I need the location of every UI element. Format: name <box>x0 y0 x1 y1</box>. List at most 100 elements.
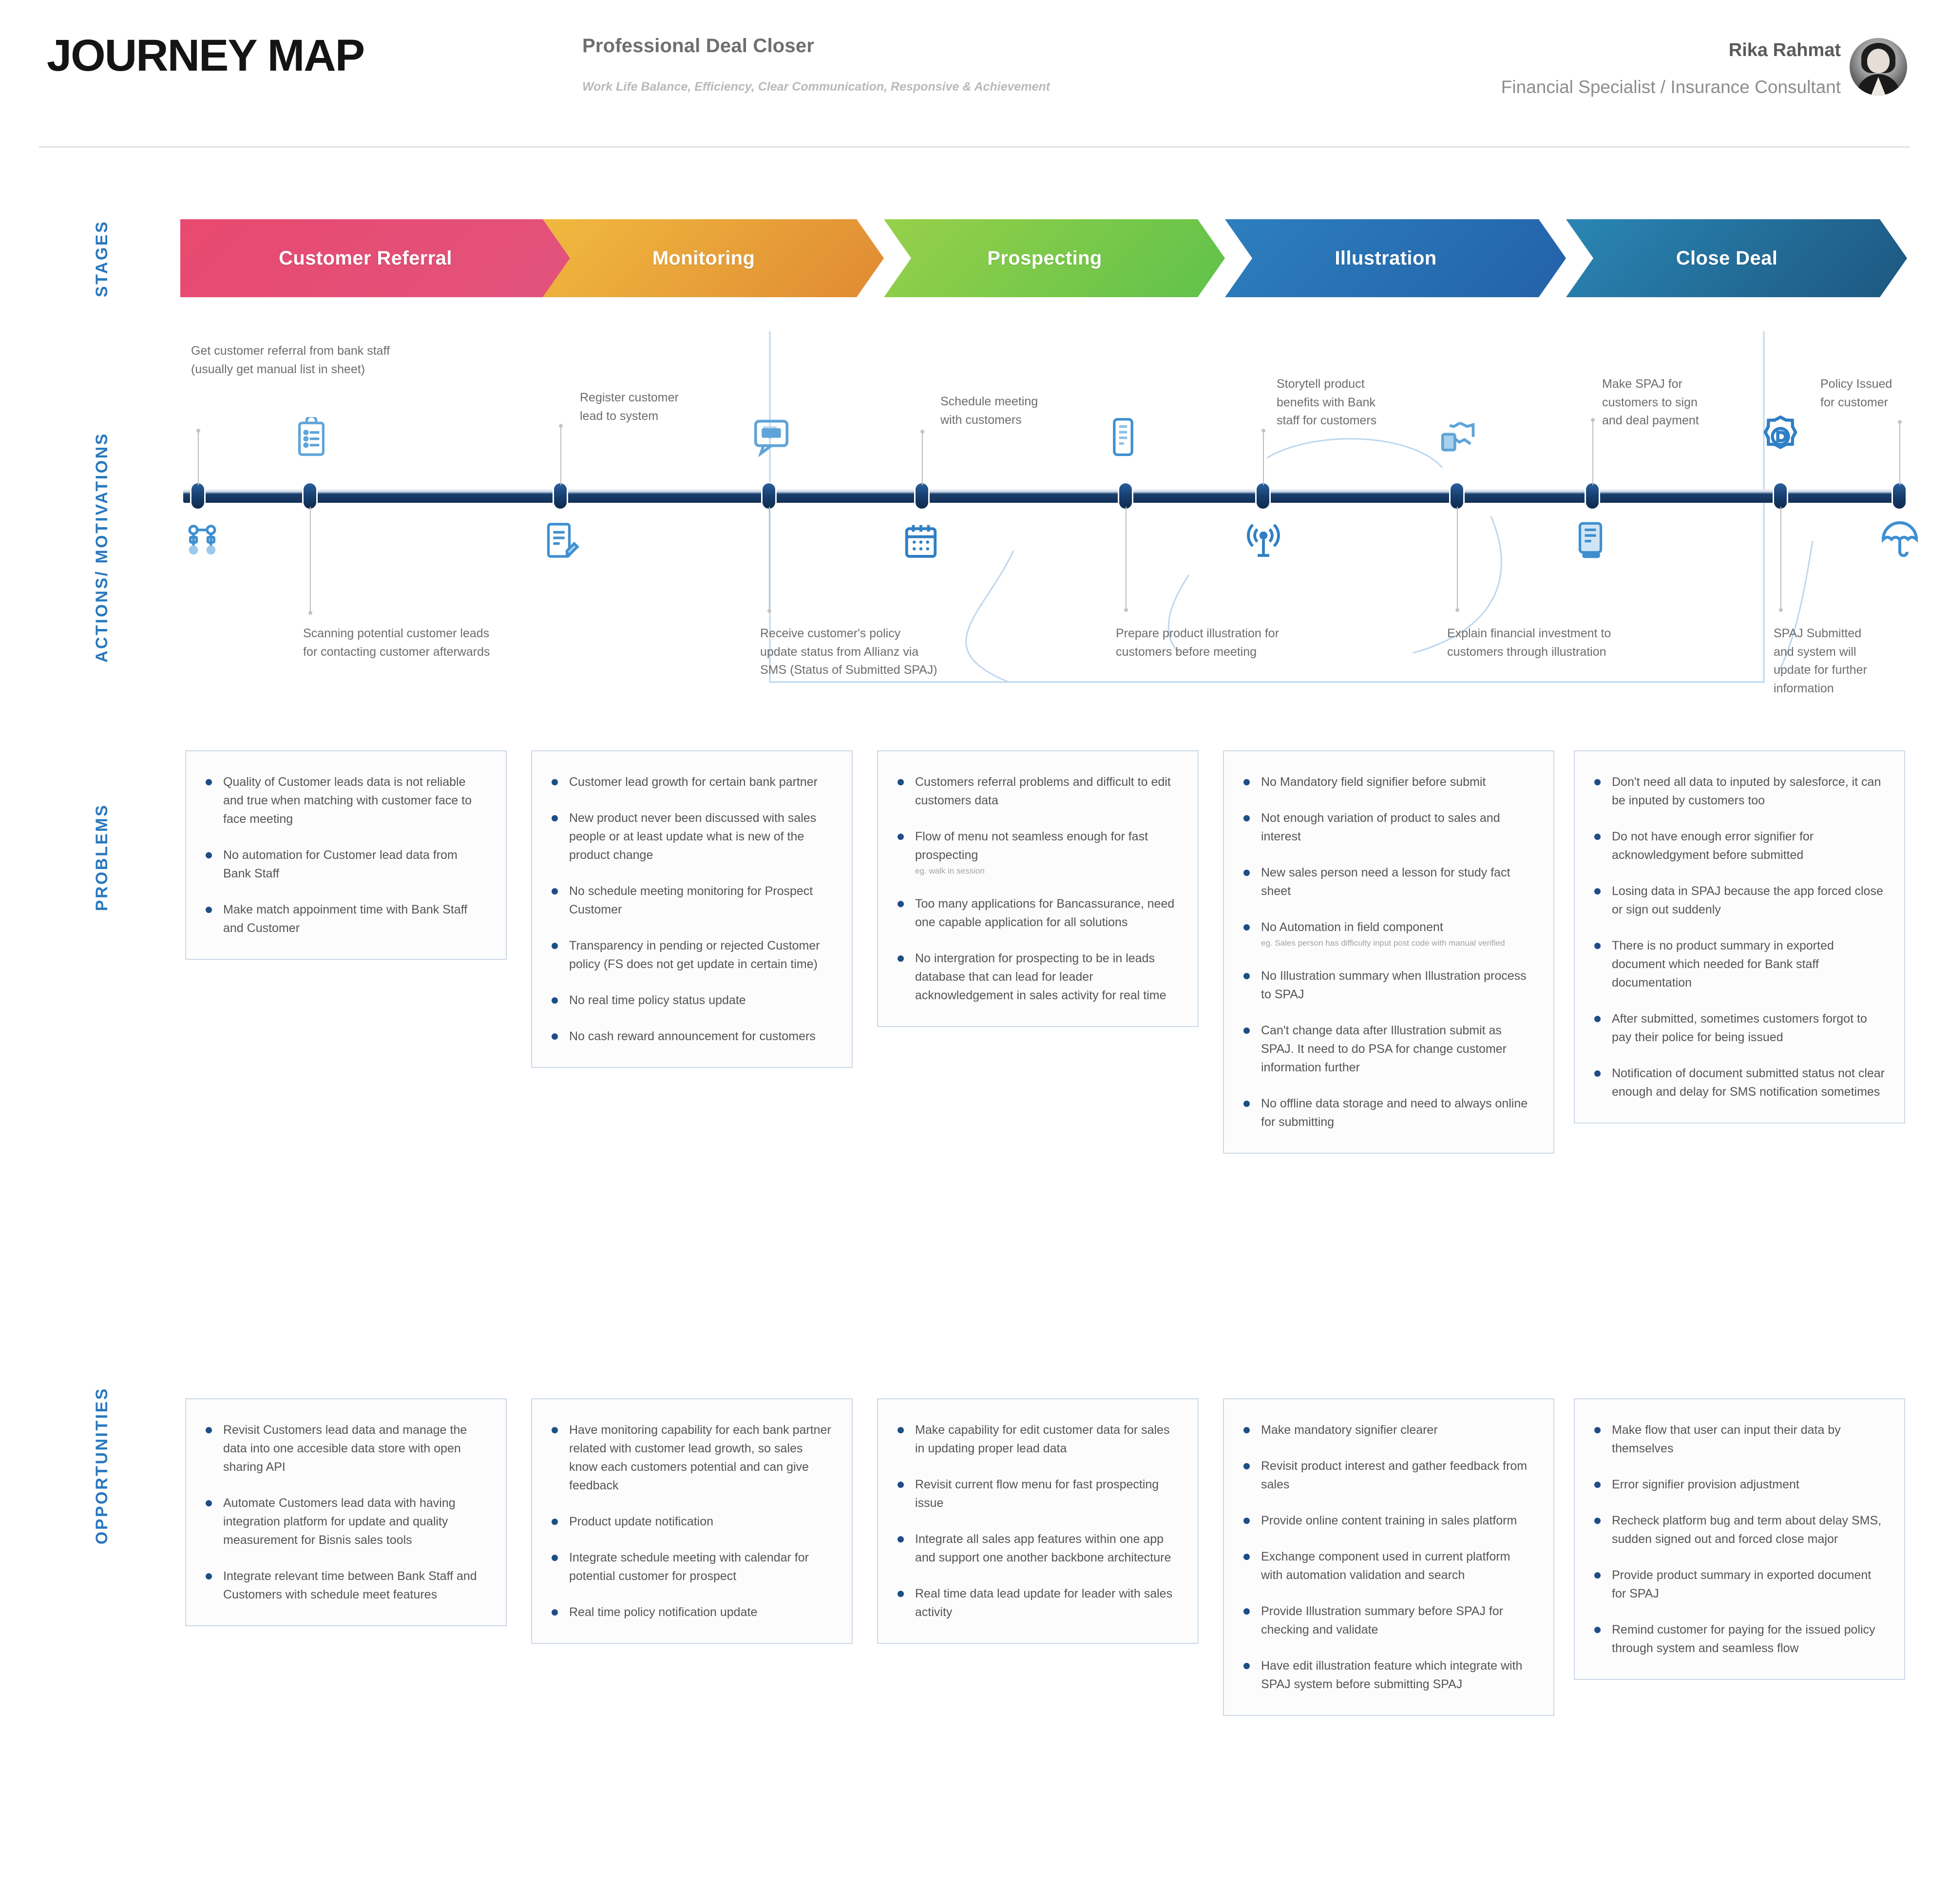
timeline-stem <box>1261 429 1265 485</box>
timeline-stem <box>1779 507 1783 612</box>
verified-badge-icon <box>1758 414 1803 459</box>
stage-chevron[interactable]: Customer Referral <box>180 219 570 297</box>
list-item: Integrate schedule meeting with calendar… <box>550 1548 832 1585</box>
bullet-list: Customer lead growth for certain bank pa… <box>550 773 832 1046</box>
timeline-stem <box>1455 507 1459 612</box>
stage-label: Customer Referral <box>279 247 452 269</box>
list-item: Real time policy notification update <box>550 1603 832 1621</box>
list-item: No offline data storage and need to alwa… <box>1242 1094 1534 1131</box>
timeline-node[interactable] <box>304 483 316 509</box>
list-item: Recheck platform bug and term about dela… <box>1592 1511 1885 1548</box>
opportunity-card: Revisit Customers lead data and manage t… <box>185 1398 507 1626</box>
bullet-list: Quality of Customer leads data is not re… <box>204 773 486 937</box>
list-item: Integrate all sales app features within … <box>896 1530 1178 1567</box>
bullet-list: Revisit Customers lead data and manage t… <box>204 1421 486 1604</box>
list-item: Make capability for edit customer data f… <box>896 1421 1178 1458</box>
problem-card: Customer lead growth for certain bank pa… <box>531 750 853 1068</box>
timeline-node[interactable] <box>763 483 775 509</box>
calendar-icon <box>900 520 941 562</box>
page-title: JOURNEY MAP <box>47 31 365 80</box>
person-title: Financial Specialist / Insurance Consult… <box>1501 77 1841 97</box>
timeline-stem <box>1124 507 1128 612</box>
opportunity-card: Have monitoring capability for each bank… <box>531 1398 853 1644</box>
stage-label: Close Deal <box>1676 247 1778 269</box>
list-item: New product never been discussed with sa… <box>550 809 832 864</box>
tablet-sign-icon <box>1573 519 1608 561</box>
bullet-list: Have monitoring capability for each bank… <box>550 1421 832 1621</box>
opportunity-card: Make capability for edit customer data f… <box>877 1398 1199 1644</box>
list-item: No intergration for prospecting to be in… <box>896 949 1178 1005</box>
timeline-node[interactable] <box>1893 483 1906 509</box>
handshake-icon <box>1437 415 1479 457</box>
list-item: After submitted, sometimes customers for… <box>1592 1009 1885 1047</box>
action-label-above: Get customer referral from bank staff(us… <box>191 344 390 376</box>
list-item: Revisit product interest and gather feed… <box>1242 1457 1534 1494</box>
timeline-bar <box>183 489 1905 503</box>
timeline-node[interactable] <box>191 483 204 509</box>
stage-label: Illustration <box>1335 247 1437 269</box>
timeline-node[interactable] <box>1774 483 1787 509</box>
list-item: Don't need all data to inputed by salesf… <box>1592 773 1885 810</box>
list-item: Exchange component used in current platf… <box>1242 1547 1534 1584</box>
problem-card: Customers referral problems and difficul… <box>877 750 1199 1027</box>
list-item: Not enough variation of product to sales… <box>1242 809 1534 846</box>
problem-card: Don't need all data to inputed by salesf… <box>1574 750 1905 1123</box>
stage-chevron[interactable]: Close Deal <box>1566 219 1907 297</box>
list-item: No cash reward announcement for customer… <box>550 1027 832 1046</box>
stage-chevron[interactable]: Illustration <box>1225 219 1566 297</box>
list-item: Flow of menu not seamless enough for fas… <box>896 827 1178 877</box>
list-item: Provide online content training in sales… <box>1242 1511 1534 1530</box>
list-item: Notification of document submitted statu… <box>1592 1064 1885 1101</box>
opportunity-card: Make flow that user can input their data… <box>1574 1398 1905 1680</box>
timeline-stem <box>559 424 563 485</box>
avatar <box>1850 38 1907 95</box>
bullet-list: Make capability for edit customer data f… <box>896 1421 1178 1621</box>
list-item: No Illustration summary when Illustratio… <box>1242 967 1534 1004</box>
list-item: Quality of Customer leads data is not re… <box>204 773 486 828</box>
list-item: Have monitoring capability for each bank… <box>550 1421 832 1495</box>
timeline-stem <box>1591 418 1595 485</box>
timeline-node[interactable] <box>554 483 567 509</box>
list-item: Provide product summary in exported docu… <box>1592 1566 1885 1603</box>
list-item: Losing data in SPAJ because the app forc… <box>1592 882 1885 919</box>
list-item: No real time policy status update <box>550 991 832 1009</box>
persona-role: Professional Deal Closer <box>582 35 815 57</box>
timeline-node[interactable] <box>1451 483 1463 509</box>
list-item: Product update notification <box>550 1512 832 1531</box>
bullet-list: Don't need all data to inputed by salesf… <box>1592 773 1885 1101</box>
timeline-stem <box>920 430 924 485</box>
timeline-node[interactable] <box>1586 483 1599 509</box>
stage-label: Monitoring <box>652 247 755 269</box>
persona-tagline: Work Life Balance, Efficiency, Clear Com… <box>582 80 1051 94</box>
list-item: No Mandatory field signifier before subm… <box>1242 773 1534 791</box>
timeline-node[interactable] <box>1119 483 1132 509</box>
list-item: Transparency in pending or rejected Cust… <box>550 936 832 973</box>
stage-chevron[interactable]: Monitoring <box>543 219 884 297</box>
bullet-list: No Mandatory field signifier before subm… <box>1242 773 1534 1131</box>
broadcast-icon <box>1243 520 1283 562</box>
page-header: JOURNEY MAP Professional Deal Closer Wor… <box>0 0 1949 146</box>
stage-chevron[interactable]: Prospecting <box>884 219 1225 297</box>
list-item: No automation for Customer lead data fro… <box>204 846 486 883</box>
actions-timeline: Get customer referral from bank staff(us… <box>0 312 1949 716</box>
timeline-stem <box>308 507 312 615</box>
chat-bubble-icon <box>750 415 792 457</box>
list-item: Make match appoinment time with Bank Sta… <box>204 900 486 937</box>
mobile-list-icon <box>1107 416 1139 458</box>
problem-card: No Mandatory field signifier before subm… <box>1223 750 1554 1154</box>
clipboard-list-icon <box>292 417 330 459</box>
document-edit-icon <box>542 519 581 561</box>
timeline-node[interactable] <box>1257 483 1269 509</box>
timeline-node[interactable] <box>916 483 928 509</box>
list-item: Have edit illustration feature which int… <box>1242 1656 1534 1694</box>
list-item-note: eg. Sales person has difficulty input po… <box>1261 938 1505 948</box>
